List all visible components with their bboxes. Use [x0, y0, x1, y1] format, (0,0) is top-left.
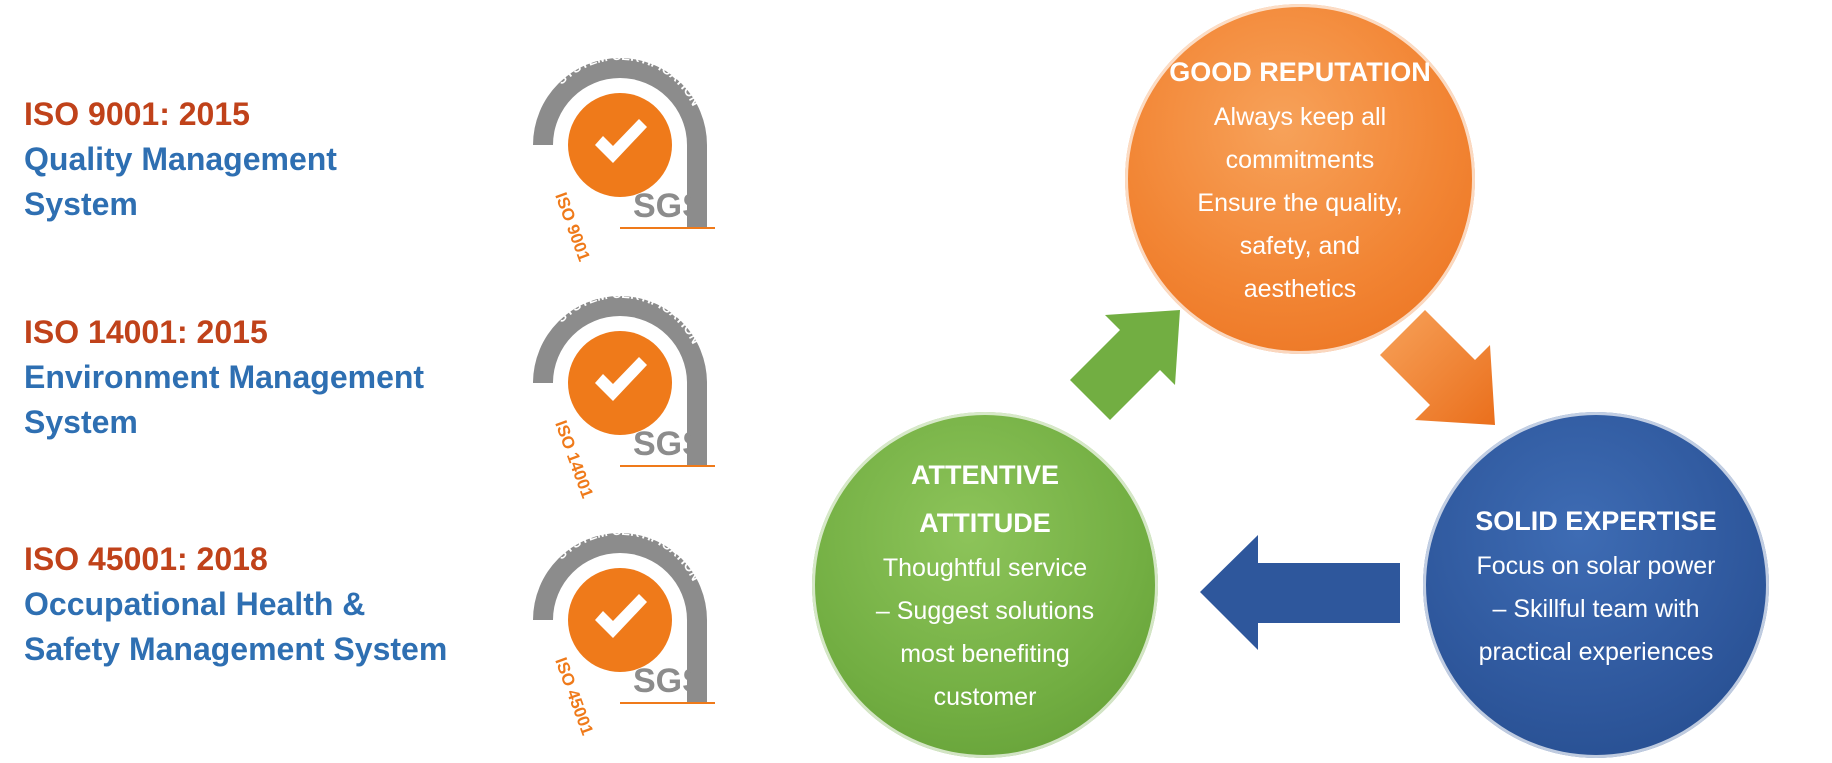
arrow-attitude-to-reputation — [1050, 300, 1190, 430]
circle-line: Ensure the quality, — [1197, 188, 1403, 217]
arrow-reputation-to-expertise — [1380, 310, 1515, 435]
cert-iso45001: ISO 45001: 2018 Occupational Health & Sa… — [24, 537, 447, 672]
circle-line: – Skillful team with — [1492, 594, 1700, 623]
sgs-badge-icon: SYSTEM CERTIFICATION ISO 45001 SGS — [533, 523, 715, 738]
circle-line: – Suggest solutions — [875, 597, 1095, 625]
circle-line: safety, and — [1239, 231, 1361, 260]
cert-code: ISO 45001: 2018 — [24, 541, 268, 577]
circle-attentive-attitude: ATTENTIVE ATTITUDE Thoughtful service – … — [812, 412, 1158, 758]
badge-brand-text: SGS — [633, 187, 705, 225]
cert-name-line1: Environment Management — [24, 359, 425, 395]
circle-line: practical experiences — [1478, 637, 1714, 666]
cert-code: ISO 14001: 2015 — [24, 314, 268, 350]
badge-iso-text: ISO 9001 — [551, 190, 593, 264]
sgs-badge-icon: SYSTEM CERTIFICATION ISO 14001 SGS — [533, 286, 715, 501]
cert-name-line2: System — [24, 404, 138, 440]
circle-title-line1: ATTENTIVE — [911, 460, 1059, 490]
sgs-badge-iso14001: SYSTEM CERTIFICATION ISO 14001 SGS — [515, 283, 725, 501]
circle-title: GOOD REPUTATION — [1169, 56, 1431, 87]
badge-iso-text: ISO 45001 — [551, 655, 597, 738]
sgs-badge-icon: SYSTEM CERTIFICATION ISO 9001 SGS — [533, 48, 715, 264]
circle-title: SOLID EXPERTISE — [1475, 505, 1717, 536]
circle-line: Thoughtful service — [882, 554, 1088, 582]
circle-line: aesthetics — [1243, 274, 1357, 303]
arrow-up-right-icon — [1070, 310, 1180, 420]
circle-solid-expertise: SOLID EXPERTISE Focus on solar power – S… — [1423, 412, 1769, 758]
badge-iso-text: ISO 14001 — [551, 418, 597, 501]
cert-name-line1: Occupational Health & — [24, 586, 366, 622]
sgs-badge-iso45001: SYSTEM CERTIFICATION ISO 45001 SGS — [515, 520, 725, 738]
circle-line: Always keep all — [1213, 102, 1387, 131]
circle-line: Focus on solar power — [1476, 551, 1716, 580]
cert-iso14001: ISO 14001: 2015 Environment Management S… — [24, 310, 424, 445]
cert-name-line2: Safety Management System — [24, 631, 448, 667]
cert-iso9001: ISO 9001: 2015 Quality Management System — [24, 92, 337, 227]
arrow-down-right-icon — [1380, 310, 1495, 425]
cert-code: ISO 9001: 2015 — [24, 96, 250, 132]
circle-line: customer — [933, 683, 1037, 711]
circle-title-line2: ATTITUDE — [919, 508, 1051, 538]
cert-name-line1: Quality Management — [24, 141, 337, 177]
circle-line: most benefiting — [900, 640, 1070, 668]
cert-name-line2: System — [24, 186, 138, 222]
circle-good-reputation: GOOD REPUTATION Always keep all commitme… — [1125, 4, 1475, 354]
arrow-expertise-to-attitude — [1200, 535, 1400, 650]
badge-brand-text: SGS — [633, 425, 705, 463]
badge-brand-text: SGS — [633, 662, 705, 700]
arrow-left-icon — [1200, 535, 1400, 650]
sgs-badge-iso9001: SYSTEM CERTIFICATION ISO 9001 SGS — [515, 45, 725, 264]
circle-line: commitments — [1225, 145, 1375, 174]
